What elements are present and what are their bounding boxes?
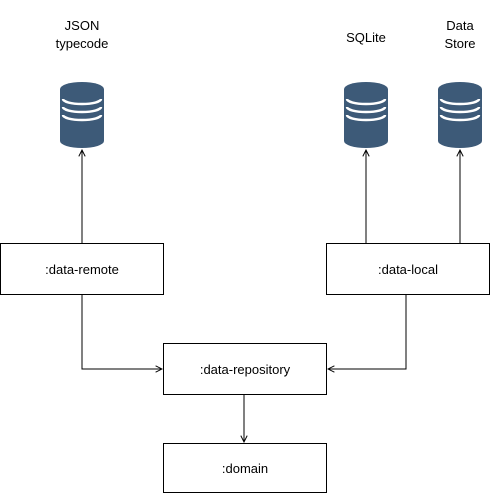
- datastore-label-line2: Store: [444, 36, 476, 51]
- json-label-line1: JSON: [64, 18, 100, 33]
- datastore-label: Data Store: [420, 17, 491, 53]
- datastore-label-line1: Data: [446, 18, 474, 33]
- json-database-icon: [60, 82, 104, 148]
- data-remote-module: :data-remote: [0, 243, 164, 295]
- datastore-database-icon: [438, 82, 482, 148]
- arrow-remote-to-repository: [81, 294, 162, 369]
- json-label-line2: typecode: [55, 36, 109, 51]
- data-local-label: :data-local: [378, 261, 438, 277]
- arrow-local-to-repository: [328, 294, 407, 369]
- sqlite-label: SQLite: [316, 29, 416, 47]
- data-repository-label: :data-repository: [199, 361, 291, 377]
- domain-label: :domain: [221, 460, 269, 476]
- data-local-module: :data-local: [326, 243, 490, 295]
- json-typecode-label: JSON typecode: [32, 17, 132, 53]
- data-repository-module: :data-repository: [163, 343, 327, 395]
- data-remote-label: :data-remote: [45, 261, 119, 277]
- sqlite-database-icon: [344, 82, 388, 148]
- domain-module: :domain: [163, 443, 327, 493]
- sqlite-label-line1: SQLite: [346, 30, 386, 45]
